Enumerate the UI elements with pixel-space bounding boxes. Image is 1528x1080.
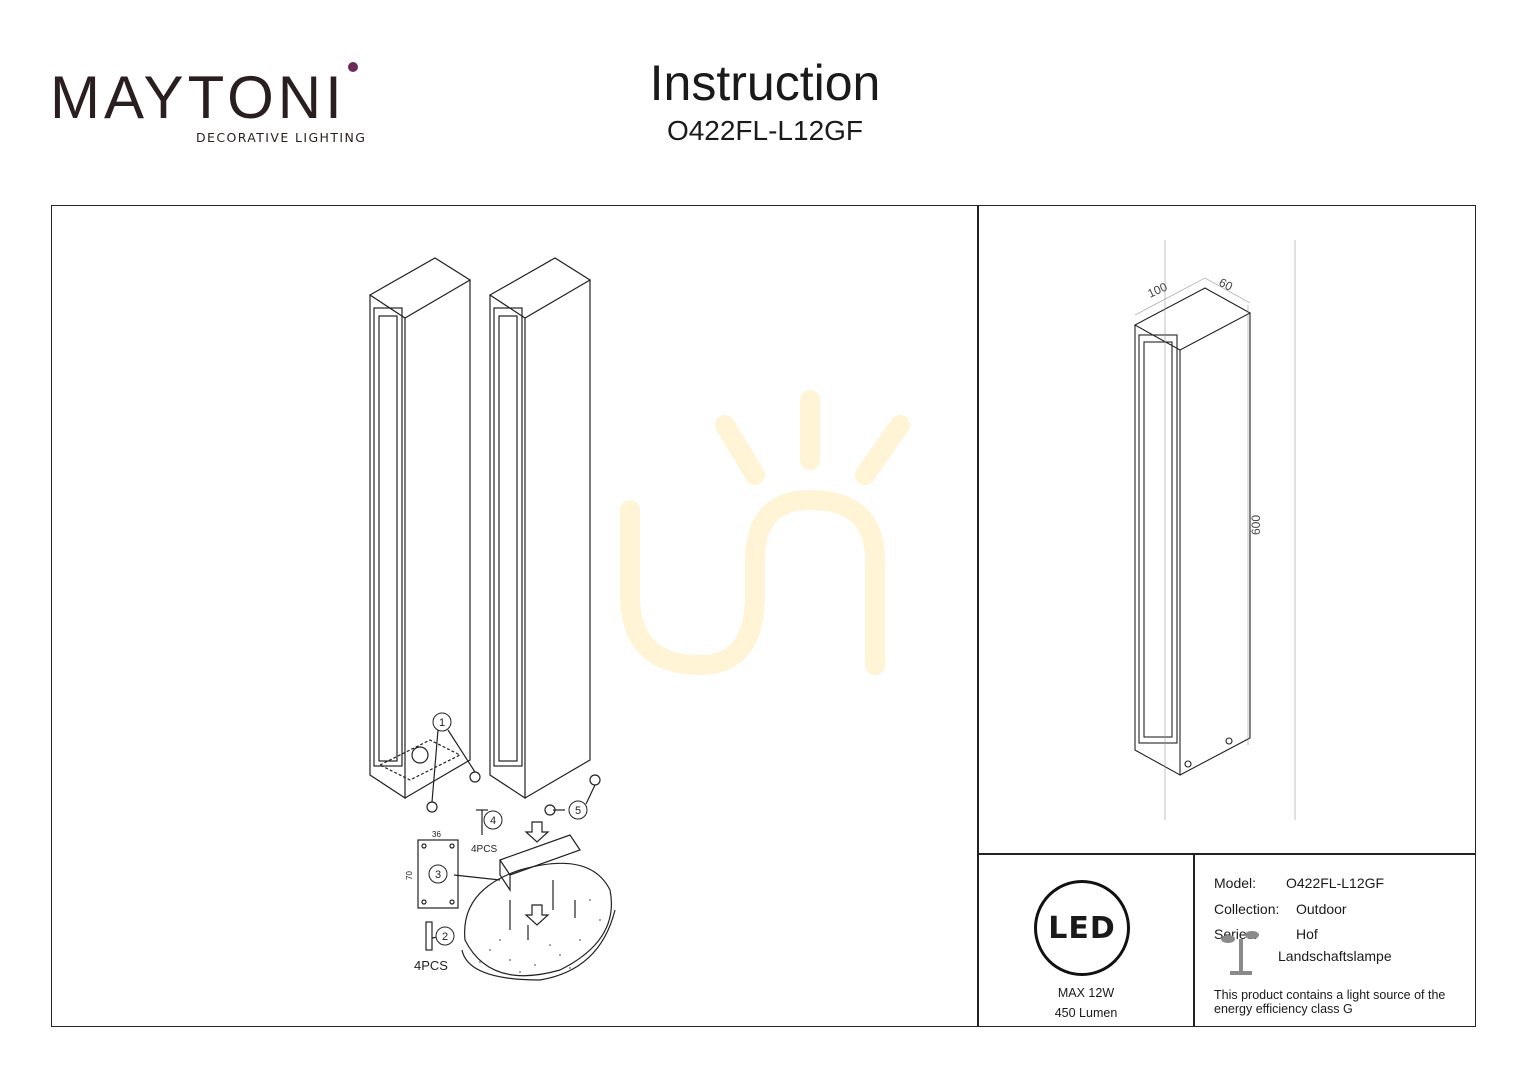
dim-height: 600	[1249, 515, 1263, 535]
callout-2: 2	[442, 931, 448, 943]
callout-5: 5	[575, 805, 581, 817]
qty-label-small: 4PCS	[471, 844, 497, 855]
dim-depth: 60	[1217, 275, 1236, 294]
info-divider	[977, 853, 1476, 855]
energy-note: This product contains a light source of …	[1214, 988, 1446, 1017]
brand-tagline: DECORATIVE LIGHTING	[196, 130, 367, 145]
type-value: Landschaftslampe	[1278, 948, 1392, 964]
collection-value: Outdoor	[1296, 901, 1347, 917]
dimension-drawing: 100 60 600	[1133, 240, 1296, 820]
assembly-drawing: 1 2 3 4 5 4PCS 4PCS 36 70	[368, 257, 616, 981]
dim-width: 100	[1145, 279, 1169, 300]
brand-logo: MAYTONI DECORATIVE LIGHTING	[50, 60, 370, 150]
led-info: LED MAX 12W 450 Lumen	[978, 854, 1194, 1027]
main-divider	[977, 205, 979, 1027]
model-code: O422FL-L12GF	[666, 115, 864, 146]
qty-label-large: 4PCS	[414, 958, 448, 973]
collection-label: Collection:	[1214, 901, 1280, 917]
instruction-frame	[51, 205, 1476, 1027]
model-value: O422FL-L12GF	[1286, 875, 1385, 891]
led-power: MAX 12W	[1057, 986, 1115, 1000]
logo-accent-dot	[348, 62, 358, 72]
led-divider	[1193, 853, 1195, 1027]
plate-width-label: 36	[432, 830, 441, 839]
brand-name: MAYTONI	[50, 64, 346, 131]
garden-lamp-icon	[1221, 931, 1259, 975]
plate-height-label: 70	[405, 871, 414, 880]
callout-3: 3	[435, 869, 441, 881]
model-label: Model:	[1214, 875, 1257, 891]
series-value: Hof	[1296, 926, 1318, 942]
callout-1: 1	[439, 717, 445, 729]
watermark-logo	[620, 390, 910, 676]
led-badge: LED	[1034, 880, 1130, 976]
page-title: Instruction	[649, 55, 881, 111]
led-lumen: 450 Lumen	[1054, 1006, 1118, 1020]
callout-4: 4	[490, 815, 496, 827]
